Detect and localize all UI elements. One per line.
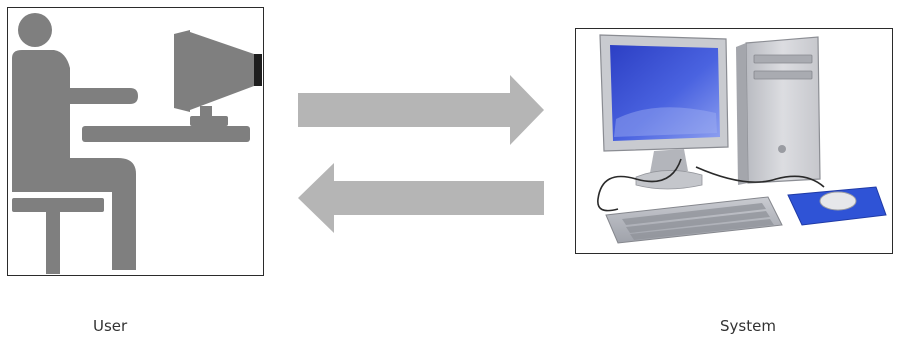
desktop-computer-icon — [576, 29, 891, 252]
person-at-computer-icon — [8, 8, 262, 274]
user-label: User — [93, 317, 127, 335]
user-panel — [7, 7, 264, 276]
system-label: System — [720, 317, 776, 335]
system-panel — [575, 28, 893, 254]
arrow-right-icon — [296, 75, 546, 145]
arrow-left-icon — [296, 163, 546, 233]
